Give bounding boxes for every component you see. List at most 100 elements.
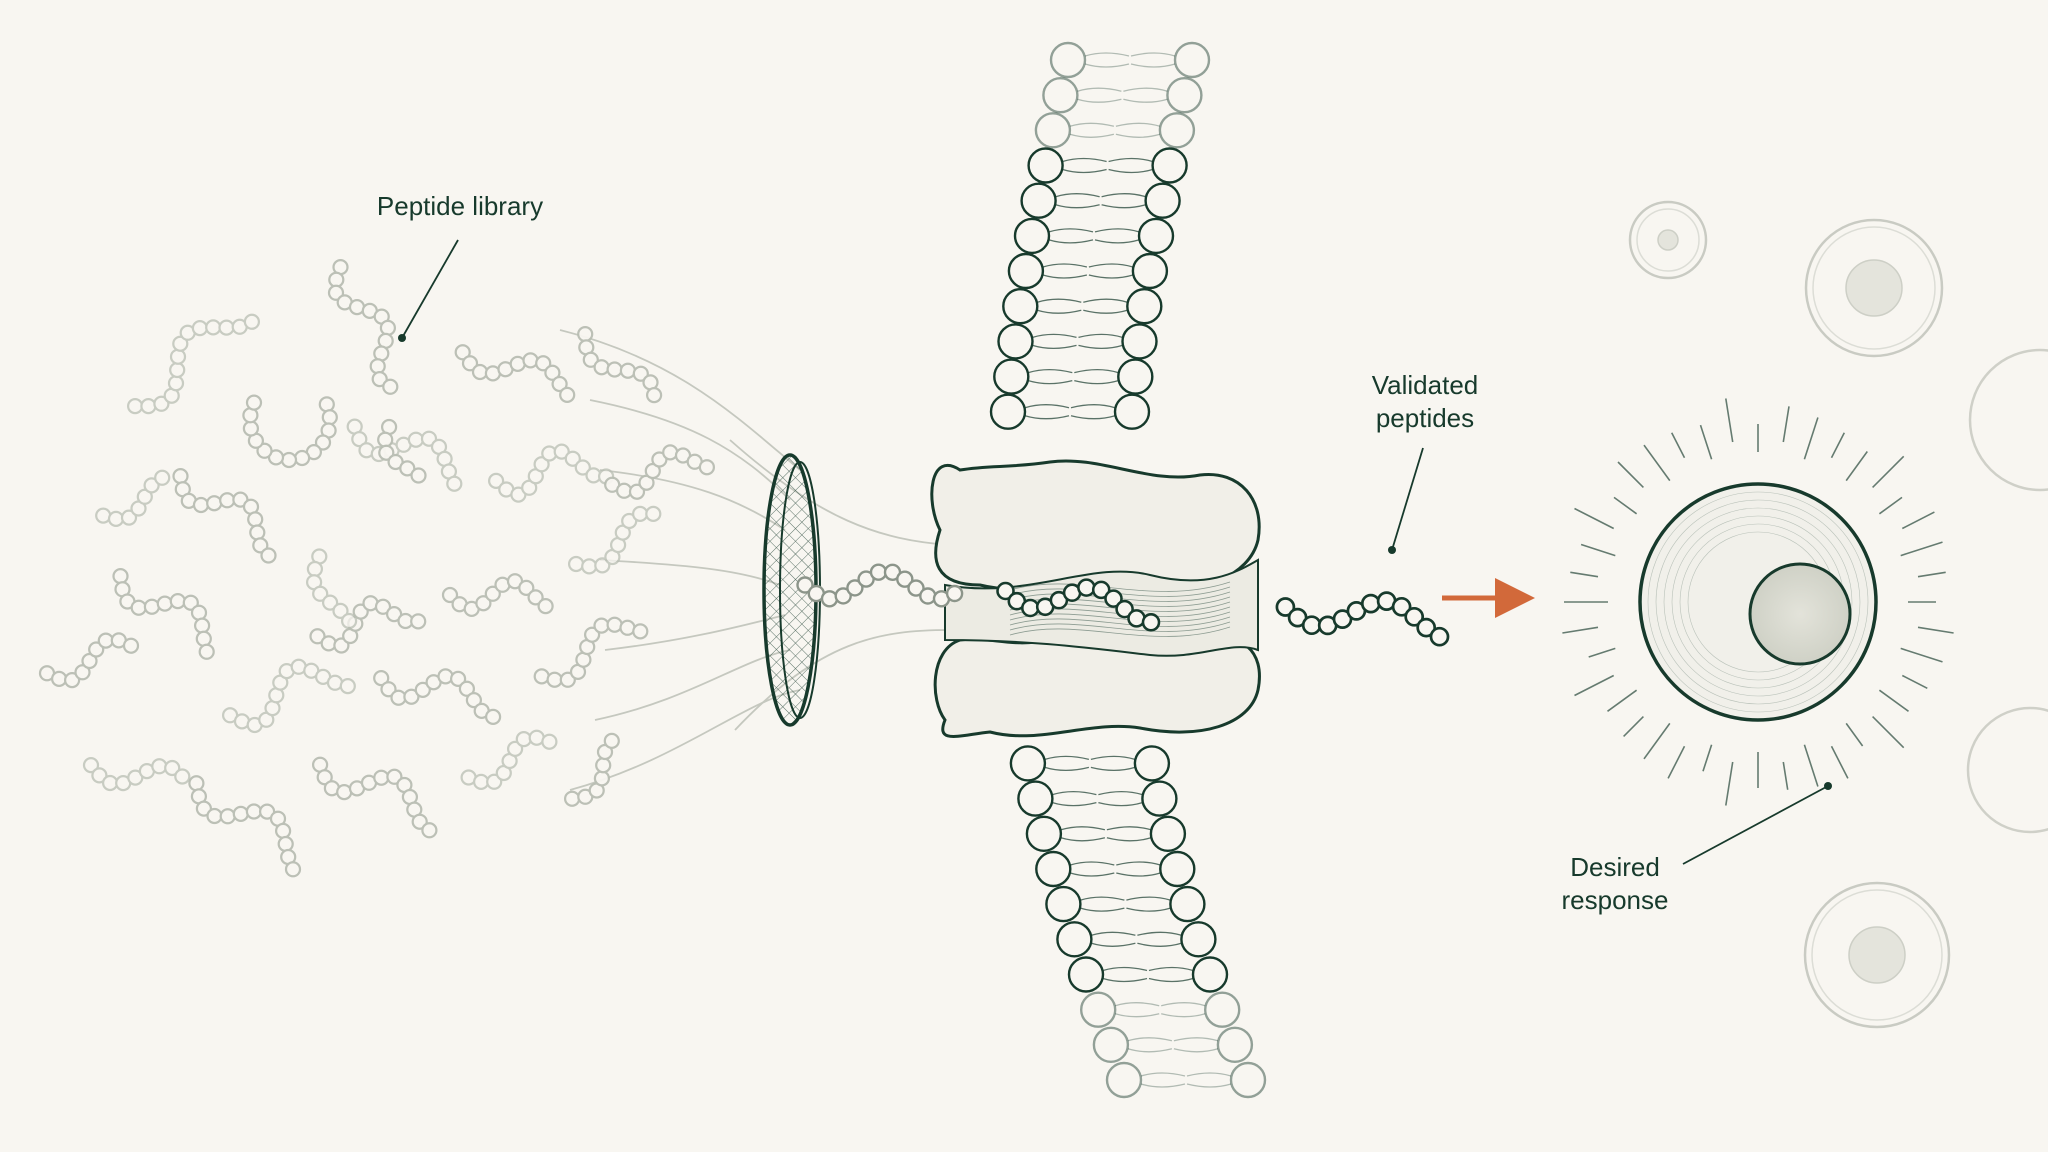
lipid-head-inner <box>1137 217 1175 255</box>
library-peptide-chain <box>373 668 502 726</box>
response-ray <box>1917 571 1946 578</box>
peptide-bead <box>107 510 125 528</box>
arrow-head <box>1495 578 1535 618</box>
background-cell-nucleus <box>1848 926 1906 984</box>
lipid-tail <box>1127 1048 1173 1053</box>
peptide-bead <box>339 677 356 695</box>
peptide-bead <box>369 358 386 375</box>
peptide-bead <box>446 475 463 492</box>
lipid-tail <box>1069 133 1115 138</box>
lipid-head-outer <box>989 393 1027 430</box>
peptide-bead <box>101 774 119 792</box>
response-ray <box>1574 674 1615 697</box>
lipid-tail <box>1084 63 1130 68</box>
channel-upper-lobe <box>930 459 1261 591</box>
lipid-tail <box>1116 872 1161 877</box>
peptide-bead <box>834 587 852 605</box>
screened-peptide-chains <box>796 563 1450 647</box>
lipid-tail <box>1186 1083 1232 1088</box>
response-ray <box>1830 745 1849 779</box>
response-ray <box>1845 722 1864 747</box>
lipid-tail <box>1048 239 1094 244</box>
lipid-tail <box>1042 263 1088 268</box>
cell-shading <box>1647 491 1869 713</box>
lipid-tail <box>1123 87 1168 92</box>
lipid-head-outer <box>1042 76 1079 114</box>
lipid-head-outer <box>1002 288 1039 325</box>
pore-hatch <box>1009 621 1231 632</box>
lipid-tail <box>1098 801 1143 807</box>
peptide-bead <box>280 451 298 469</box>
library-peptide-chain <box>221 658 356 734</box>
lipid-tail <box>1094 239 1140 244</box>
response-ray <box>1562 626 1599 634</box>
peptide-bead <box>379 319 397 337</box>
channel-peptide-chain <box>996 578 1161 632</box>
lipid-tail <box>1044 766 1090 772</box>
peptide-bead <box>169 348 187 365</box>
library-peptide-chain <box>577 325 663 404</box>
lipid-tail <box>1101 193 1146 198</box>
lipid-tail <box>1070 861 1115 866</box>
peptide-bead <box>309 628 326 645</box>
lipid-tail <box>1028 379 1073 385</box>
library-peptide-chain <box>242 394 338 469</box>
lipid-head-outer <box>1009 745 1047 782</box>
response-ray <box>1900 541 1943 557</box>
peptide-bead <box>293 449 311 467</box>
peptide-bead <box>907 579 925 597</box>
response-ray <box>1782 406 1790 443</box>
lipid-tail <box>1078 333 1123 339</box>
peptide-bead <box>465 691 483 709</box>
response-ray <box>1699 424 1713 460</box>
peptide-bead <box>1275 597 1296 617</box>
peptide-bead <box>245 803 263 820</box>
leader-dot <box>1824 782 1832 790</box>
lipid-head-inner <box>1191 956 1229 993</box>
peptide-bead <box>374 598 392 615</box>
lipid-tail <box>1048 228 1094 233</box>
label-validated-peptides: Validated peptides <box>1371 370 1479 433</box>
peptide-bead <box>190 604 208 621</box>
peptide-bead <box>377 431 394 448</box>
library-peptide-chain <box>567 505 662 575</box>
peptide-bead <box>140 397 157 415</box>
peptide-bead <box>533 668 550 685</box>
peptide-bead <box>351 430 368 448</box>
lipid-head-inner <box>1121 323 1158 360</box>
background-cell <box>1628 200 1708 280</box>
peptide-bead <box>1104 589 1123 608</box>
peptide-bead <box>1416 617 1437 638</box>
peptide-bead <box>122 637 140 654</box>
library-peptide-chain <box>172 467 277 564</box>
lipid-head-outer <box>1092 1026 1130 1064</box>
lipid-tail <box>1091 931 1136 936</box>
peptide-bead <box>407 431 425 448</box>
lipid-head-inner <box>1216 1026 1254 1064</box>
peptide-bead <box>846 579 864 597</box>
peptide-bead <box>421 822 438 839</box>
peptide-bead <box>506 740 524 758</box>
response-ray <box>1588 647 1616 658</box>
peptide-bead <box>1360 593 1381 614</box>
streamline <box>594 649 791 721</box>
lipid-tail <box>1060 826 1106 831</box>
lipid-head-outer <box>1105 1061 1143 1099</box>
peptide-bead <box>1391 596 1412 617</box>
pore-hatch <box>1009 616 1231 627</box>
peptide-bead <box>698 459 716 476</box>
lipid-tail <box>1088 263 1134 268</box>
peptide-bead <box>191 319 209 337</box>
lipid-tail <box>1062 157 1107 163</box>
peptide-bead <box>414 681 431 699</box>
peptide-bead <box>564 450 581 467</box>
response-arrow-icon <box>1442 578 1535 618</box>
lipid-tail <box>1052 801 1097 807</box>
peptide-bead <box>378 444 395 461</box>
peptide-bead <box>582 351 599 368</box>
lipid-tail <box>1106 837 1152 842</box>
lipid-tail <box>1037 298 1082 303</box>
lipid-tail <box>1094 228 1140 233</box>
membrane-channel-protein <box>930 459 1261 738</box>
response-ray <box>1725 761 1734 806</box>
